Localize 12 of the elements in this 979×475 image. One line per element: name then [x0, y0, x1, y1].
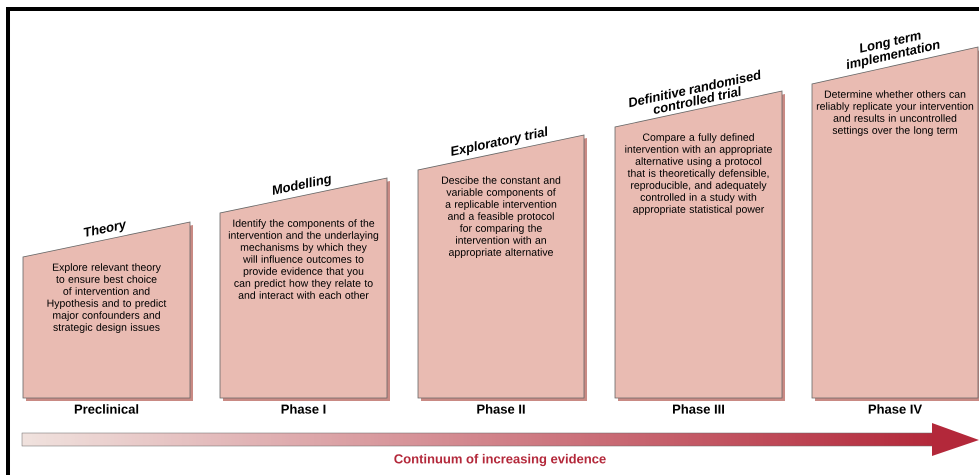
phase-label: Phase IV — [868, 404, 922, 414]
axis-caption: Continuum of increasing evidence — [394, 454, 606, 466]
box-heading: Exploratory trial — [451, 126, 548, 156]
phase-label: Phase II — [477, 404, 525, 414]
phase-label: Phase III — [673, 404, 724, 414]
box-heading: Theory — [84, 221, 126, 237]
phase-box: Descibe the constant and variable components of a replicable intervention and a feasible protocol for comparing the intervention with an appropriate alternative Exploratory trial — [418, 126, 587, 401]
box-heading: Modelling — [272, 176, 331, 195]
phase-label: Phase I — [282, 404, 326, 414]
phase-box: Identify the components of the intervention and the underlaying mechanisms by which they will influence outcomes to provide evidence that you can predict how they relate to and interact with each other Modelling — [220, 176, 390, 401]
phase-box: Explore relevant theory to ensure best choice of intervention and Hypothesis and to predict major confounders and strategic design issues Theory — [22, 221, 193, 401]
phase-label: Preclinical — [74, 404, 138, 414]
